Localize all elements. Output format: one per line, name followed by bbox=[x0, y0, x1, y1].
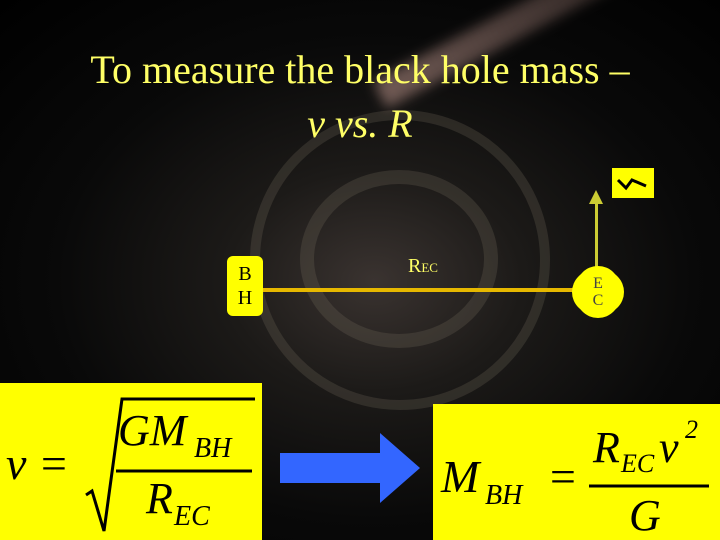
velocity-symbol-icon bbox=[612, 168, 654, 198]
distance-label-sub: EC bbox=[421, 260, 438, 275]
velocity-equation-box: v = GM BH R EC bbox=[0, 383, 262, 540]
star-marker: E C bbox=[576, 270, 620, 314]
velocity-arrowhead-icon bbox=[589, 190, 603, 204]
sqrt-radical-icon bbox=[85, 397, 255, 532]
star-label-top: E bbox=[593, 275, 603, 292]
title-line-1: To measure the black hole mass – bbox=[90, 47, 630, 92]
mass-equation-denominator: G bbox=[629, 491, 661, 540]
mass-equation-numerator-v: v bbox=[659, 423, 679, 472]
velocity-equation-equals: = bbox=[38, 438, 69, 489]
velocity-line bbox=[595, 200, 598, 290]
mass-equation-numerator-r-sub: EC bbox=[620, 449, 655, 478]
black-hole-label-bottom: H bbox=[237, 287, 253, 309]
title-line-2: v vs. R bbox=[307, 101, 413, 146]
mass-equation-numerator-r: R bbox=[592, 423, 620, 472]
distance-label: REC bbox=[408, 255, 438, 278]
mass-equation-box: M BH = R EC v 2 G bbox=[433, 404, 720, 540]
mass-equation-numerator-exp: 2 bbox=[685, 415, 698, 444]
velocity-equation-denominator: R bbox=[145, 474, 173, 523]
distance-label-main: R bbox=[408, 255, 422, 277]
velocity-equation-denominator-sub: EC bbox=[173, 501, 210, 532]
velocity-equation-numerator: GM bbox=[118, 406, 189, 455]
star-label-bottom: C bbox=[592, 292, 604, 309]
black-hole-label-top: B bbox=[238, 263, 252, 285]
implies-arrow-icon bbox=[280, 433, 430, 508]
mass-equation-equals: = bbox=[547, 451, 578, 502]
distance-line bbox=[263, 288, 595, 292]
velocity-equation-lhs: v bbox=[6, 438, 27, 489]
mass-equation-lhs-sub: BH bbox=[485, 480, 524, 511]
galaxy-arm-inner bbox=[300, 170, 498, 348]
mass-equation-lhs: M bbox=[440, 451, 482, 502]
black-hole-marker: B H bbox=[227, 256, 263, 316]
velocity-equation-numerator-sub: BH bbox=[194, 433, 233, 464]
